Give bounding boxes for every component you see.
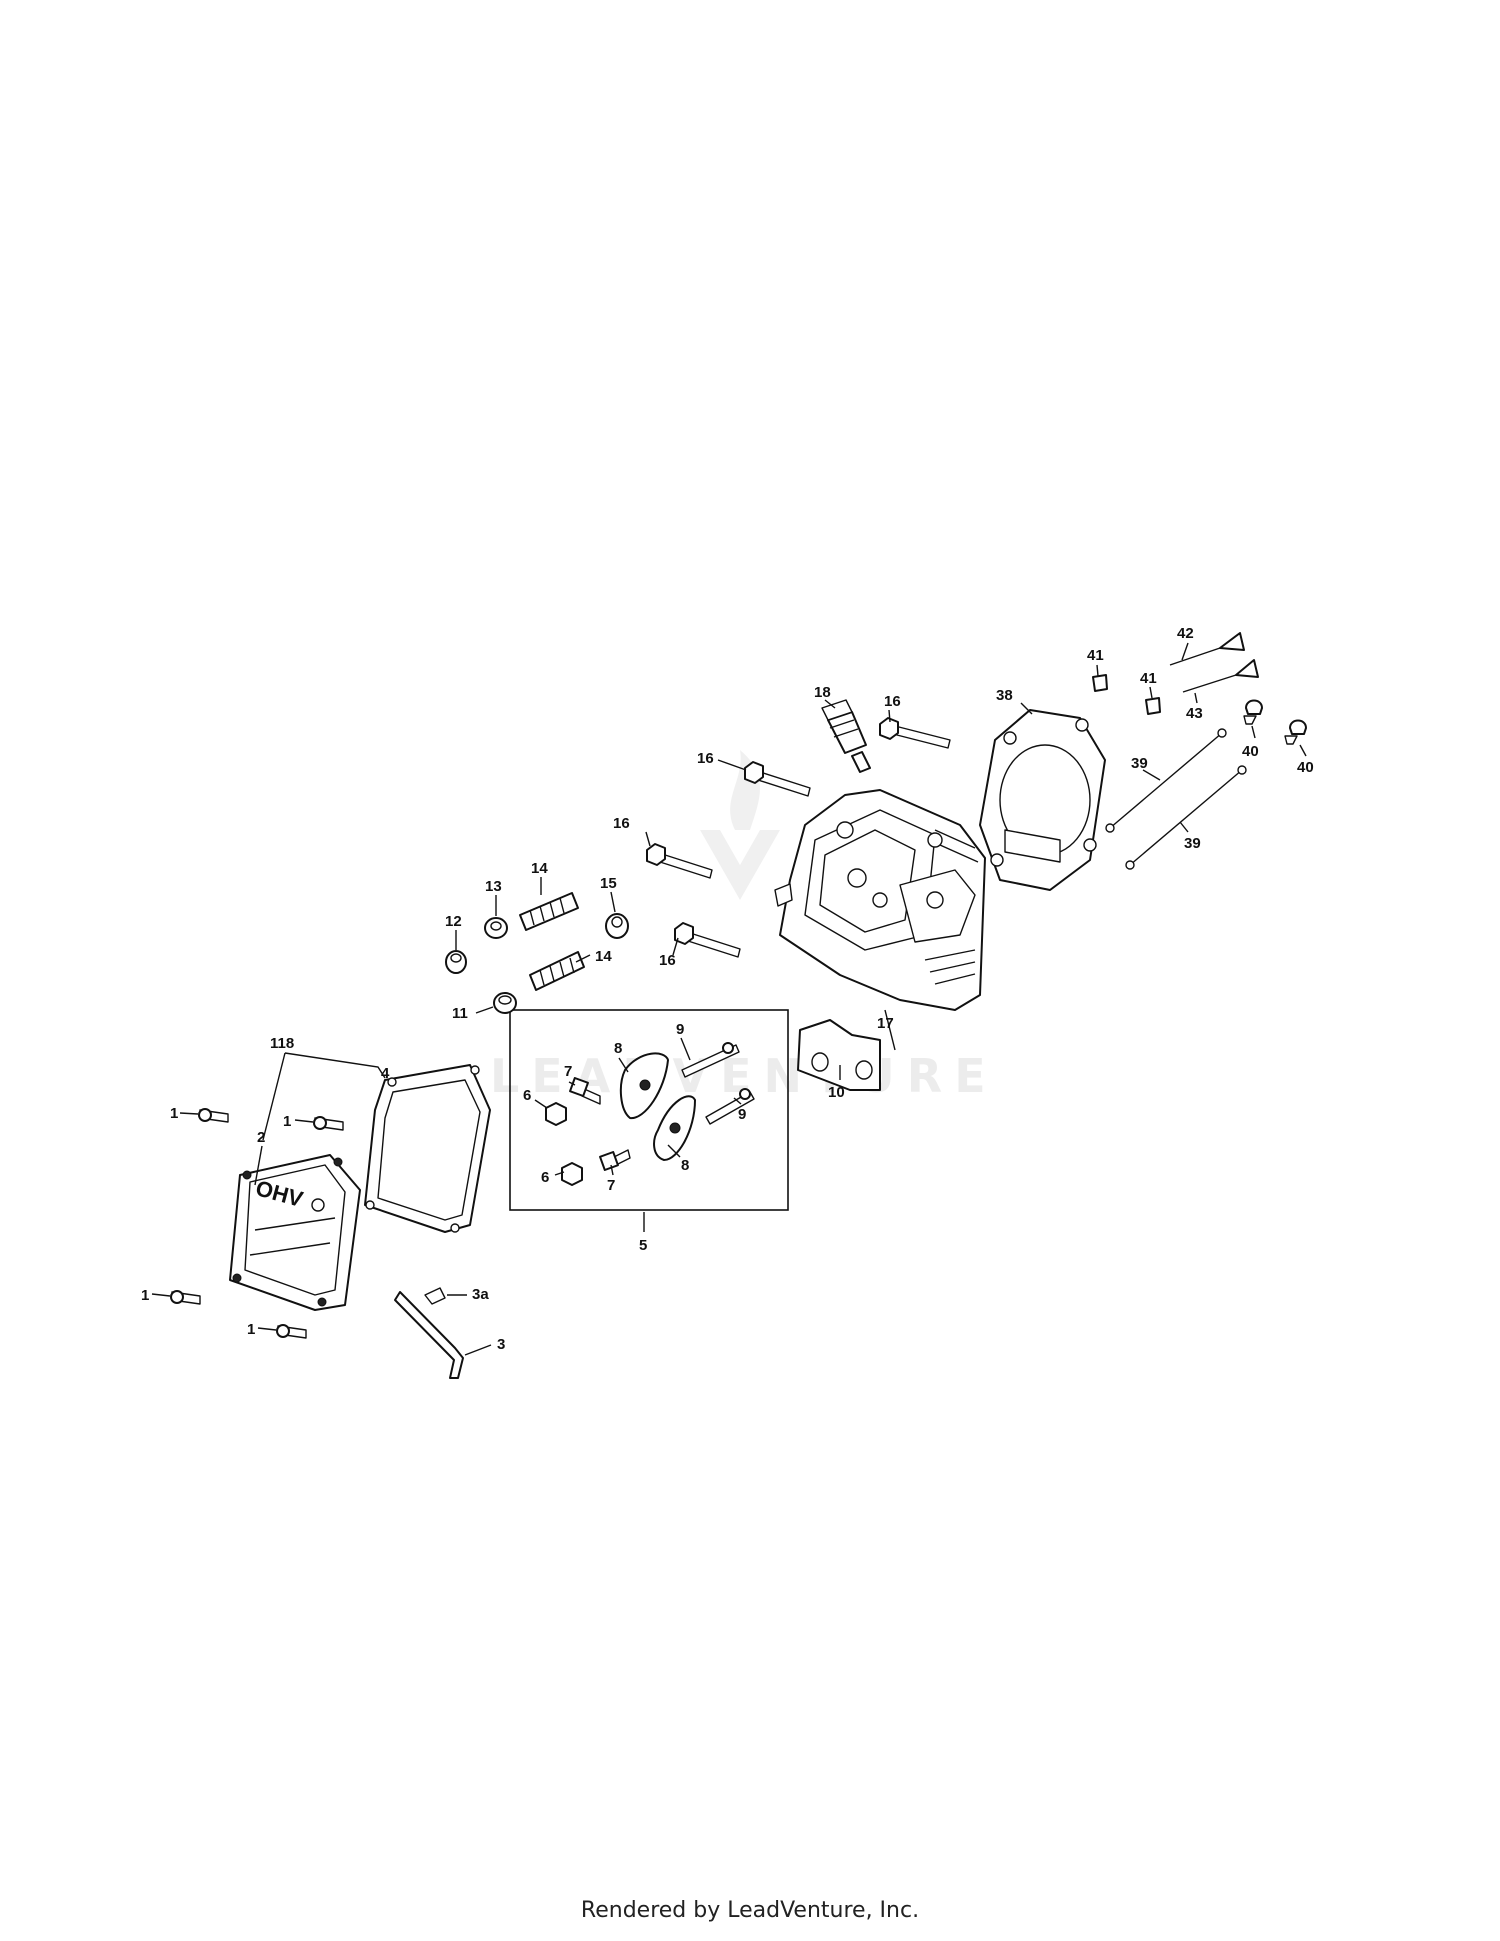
callout-12: 12 — [445, 913, 462, 930]
footer-credit: Rendered by LeadVenture, Inc. — [580, 1898, 920, 1923]
callout-4: 4 — [381, 1065, 390, 1082]
head-bolt-16d[interactable] — [674, 922, 741, 958]
tappet-40a[interactable] — [1243, 699, 1263, 725]
valve-seal-11[interactable] — [493, 992, 517, 1014]
spring-retainer-13[interactable] — [484, 917, 508, 939]
callout-40: 40 — [1297, 759, 1314, 776]
rocker-arm-8b[interactable] — [653, 1095, 696, 1161]
cover-bolt-1b[interactable] — [313, 1116, 344, 1131]
callout-16: 16 — [697, 750, 714, 767]
callout-18: 18 — [814, 684, 831, 701]
valve-spring-14b[interactable] — [529, 951, 585, 991]
callout-10: 10 — [828, 1084, 845, 1101]
intake-gasket[interactable] — [797, 1019, 881, 1091]
callout-7: 7 — [564, 1063, 572, 1080]
leadventure-watermark: LEADVENTURE — [490, 750, 998, 1103]
callout-13: 13 — [485, 878, 502, 895]
callout-39: 39 — [1184, 835, 1201, 852]
rocker-kit-box — [509, 1009, 789, 1211]
spark-plug[interactable] — [821, 699, 871, 773]
callout-17: 17 — [877, 1015, 894, 1032]
callout-3a: 3a — [472, 1286, 489, 1303]
valve-keeper-41a[interactable] — [1092, 674, 1108, 692]
callout-42: 42 — [1177, 625, 1194, 642]
callout-1: 1 — [170, 1105, 178, 1122]
callout-39: 39 — [1131, 755, 1148, 772]
push-rod-39a[interactable] — [1105, 728, 1227, 833]
head-bolt-16b[interactable] — [744, 761, 811, 797]
rocker-stud-9a[interactable] — [681, 1042, 740, 1078]
callout-1: 1 — [283, 1113, 291, 1130]
valve-cover-gasket[interactable] — [364, 1064, 491, 1233]
callout-8: 8 — [614, 1040, 622, 1057]
callout-43: 43 — [1186, 705, 1203, 722]
pivot-bolt-7a[interactable] — [569, 1077, 601, 1105]
leader-lines — [151, 642, 1307, 1356]
head-bolt-16c[interactable] — [646, 843, 713, 879]
callout-6: 6 — [523, 1087, 531, 1104]
push-rod-39b[interactable] — [1125, 765, 1247, 870]
valve-cover[interactable]: OHV — [229, 1154, 361, 1311]
callout-11: 11 — [452, 1005, 468, 1022]
callout-7: 7 — [607, 1177, 615, 1194]
tube-clip[interactable] — [424, 1287, 446, 1305]
cylinder-head[interactable] — [774, 789, 986, 1011]
cover-bolt-1c[interactable] — [170, 1290, 201, 1305]
callout-118: 118 — [270, 1035, 294, 1052]
valve-keeper-41b[interactable] — [1145, 697, 1161, 715]
exhaust-valve-43[interactable] — [1182, 659, 1259, 693]
callout-14: 14 — [531, 860, 548, 877]
callout-38: 38 — [996, 687, 1013, 704]
rocker-nut-6b[interactable] — [561, 1162, 583, 1186]
callout-40: 40 — [1242, 743, 1259, 760]
cover-bolt-1a[interactable] — [198, 1108, 229, 1123]
head-gasket[interactable] — [979, 709, 1106, 891]
callout-9: 9 — [676, 1021, 684, 1038]
head-bolt-16a[interactable] — [879, 717, 951, 749]
callout-16: 16 — [884, 693, 901, 710]
callout-9: 9 — [738, 1106, 746, 1123]
callout-1: 1 — [247, 1321, 255, 1338]
callout-5: 5 — [639, 1237, 647, 1254]
valve-spring-14a[interactable] — [519, 892, 579, 931]
callout-41: 41 — [1087, 647, 1104, 664]
callout-1: 1 — [141, 1287, 149, 1304]
valve-cap-12[interactable] — [445, 950, 467, 974]
rocker-nut-6a[interactable] — [545, 1102, 567, 1126]
spring-retainer-15[interactable] — [605, 913, 629, 939]
callout-16: 16 — [613, 815, 630, 832]
callout-6: 6 — [541, 1169, 549, 1186]
intake-valve-42[interactable] — [1169, 632, 1245, 666]
callout-15: 15 — [600, 875, 617, 892]
watermark-text: LEADVENTURE — [490, 1049, 998, 1103]
tappet-40b[interactable] — [1284, 719, 1307, 745]
callout-14: 14 — [595, 948, 612, 965]
callout-41: 41 — [1140, 670, 1157, 687]
callout-2: 2 — [257, 1129, 265, 1146]
rocker-arm-8a[interactable] — [619, 1052, 669, 1120]
callout-labels: 1 1 1 1 2 3 3a 4 5 6 6 7 7 8 8 9 9 10 11… — [141, 625, 1314, 1353]
callout-8: 8 — [681, 1157, 689, 1174]
cover-bolt-1d[interactable] — [276, 1324, 307, 1339]
rocker-stud-9b[interactable] — [705, 1088, 755, 1125]
pivot-bolt-7b[interactable] — [599, 1149, 631, 1171]
callout-3: 3 — [497, 1336, 505, 1353]
callout-16: 16 — [659, 952, 676, 969]
breather-tube[interactable] — [394, 1291, 464, 1379]
